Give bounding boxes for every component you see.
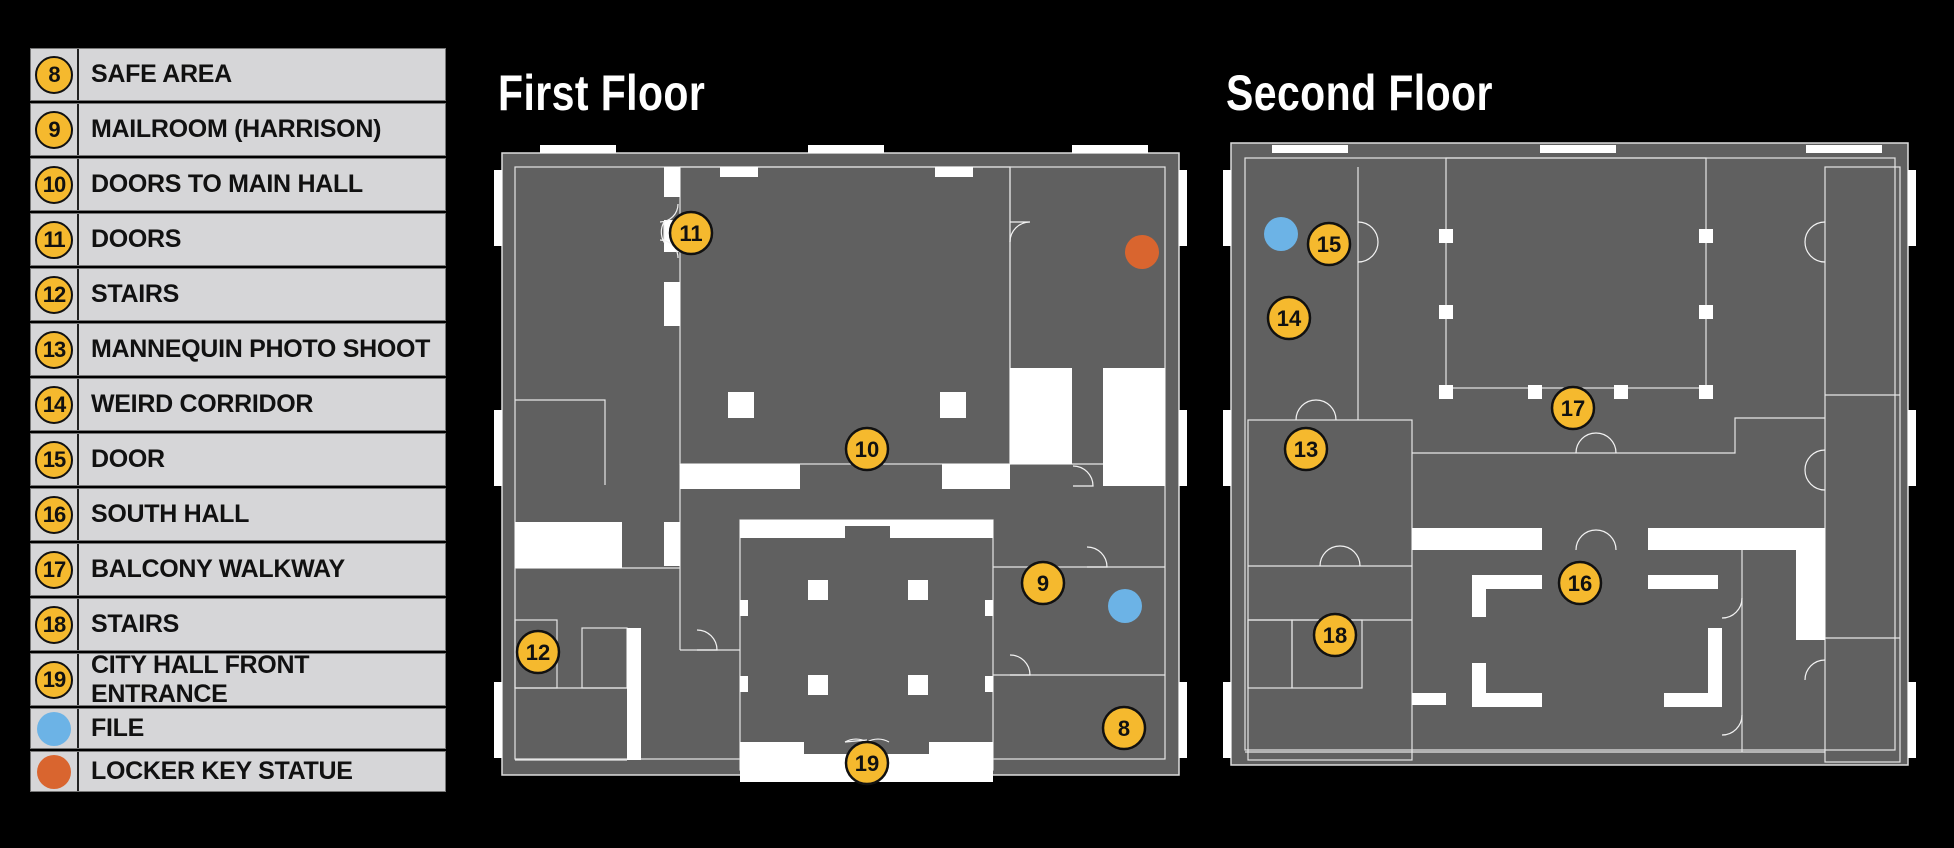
legend-label: LOCKER KEY STATUE xyxy=(91,757,353,785)
marker-badge: 14 xyxy=(35,385,73,424)
second-floor-map: 15 14 13 17 16 18 xyxy=(1223,142,1916,766)
marker-18: 18 xyxy=(1312,612,1358,658)
legend-item-15: 15 DOOR xyxy=(30,433,446,486)
legend-item-locker-key: LOCKER KEY STATUE xyxy=(30,751,446,792)
marker-badge: 15 xyxy=(35,440,73,479)
legend-item-13: 13 MANNEQUIN PHOTO SHOOT xyxy=(30,323,446,376)
marker-8: 8 xyxy=(1101,705,1147,751)
legend-label: MAILROOM (HARRISON) xyxy=(91,115,382,143)
marker-label: 17 xyxy=(1561,396,1585,421)
legend-item-12: 12 STAIRS xyxy=(30,268,446,321)
legend-label: DOORS TO MAIN HALL xyxy=(91,170,363,198)
blue-dot-icon xyxy=(1264,217,1298,251)
marker-11: 11 xyxy=(668,210,714,256)
orange-dot-icon xyxy=(37,754,71,789)
legend-item-9: 9 MAILROOM (HARRISON) xyxy=(30,103,446,156)
marker-label: 19 xyxy=(855,751,879,776)
map-legend: 8 SAFE AREA 9 MAILROOM (HARRISON) 10 DOO… xyxy=(30,48,446,794)
legend-item-18: 18 STAIRS xyxy=(30,598,446,651)
legend-item-11: 11 DOORS xyxy=(30,213,446,266)
marker-badge: 16 xyxy=(35,495,73,534)
marker-label: 8 xyxy=(1118,716,1130,741)
marker-label: 13 xyxy=(1294,437,1318,462)
legend-item-14: 14 WEIRD CORRIDOR xyxy=(30,378,446,431)
marker-badge: 12 xyxy=(35,275,73,314)
marker-9: 9 xyxy=(1020,560,1066,606)
marker-label: 9 xyxy=(1037,571,1049,596)
marker-10: 10 xyxy=(844,426,890,472)
marker-badge: 17 xyxy=(35,550,73,589)
first-floor-title: First Floor xyxy=(498,65,706,121)
legend-label: STAIRS xyxy=(91,610,180,638)
orange-dot-icon xyxy=(1125,235,1159,269)
marker-badge: 18 xyxy=(35,605,73,644)
marker-badge: 13 xyxy=(35,330,73,369)
marker-badge: 19 xyxy=(35,660,73,699)
marker-label: 12 xyxy=(526,640,550,665)
marker-19: 19 xyxy=(844,740,890,786)
marker-13: 13 xyxy=(1283,426,1329,472)
legend-label: DOOR xyxy=(91,445,165,473)
legend-item-8: 8 SAFE AREA xyxy=(30,48,446,101)
marker-17: 17 xyxy=(1550,385,1596,431)
first-floor-map: 11 10 9 12 19 8 xyxy=(494,145,1187,786)
marker-label: 10 xyxy=(855,437,879,462)
blue-dot-icon xyxy=(1108,589,1142,623)
marker-badge: 8 xyxy=(35,55,73,94)
marker-label: 14 xyxy=(1277,306,1302,331)
legend-item-16: 16 SOUTH HALL xyxy=(30,488,446,541)
marker-label: 11 xyxy=(679,221,702,246)
marker-14: 14 xyxy=(1266,295,1312,341)
legend-item-19: 19 CITY HALL FRONT ENTRANCE xyxy=(30,650,446,708)
marker-12: 12 xyxy=(515,629,561,675)
legend-item-file: FILE xyxy=(30,708,446,749)
blue-dot-icon xyxy=(37,711,71,746)
legend-label: WEIRD CORRIDOR xyxy=(91,390,314,418)
legend-label: MANNEQUIN PHOTO SHOOT xyxy=(91,335,431,363)
marker-15: 15 xyxy=(1306,221,1352,267)
marker-badge: 9 xyxy=(35,110,73,149)
marker-16: 16 xyxy=(1557,560,1603,606)
legend-label: BALCONY WALKWAY xyxy=(91,555,345,583)
legend-label: SOUTH HALL xyxy=(91,500,250,528)
legend-label: SAFE AREA xyxy=(91,60,232,88)
second-floor-title: Second Floor xyxy=(1226,65,1493,121)
marker-badge: 10 xyxy=(35,165,73,204)
marker-label: 15 xyxy=(1317,232,1341,257)
legend-label: STAIRS xyxy=(91,280,180,308)
legend-item-10: 10 DOORS TO MAIN HALL xyxy=(30,158,446,211)
legend-item-17: 17 BALCONY WALKWAY xyxy=(30,543,446,596)
marker-label: 18 xyxy=(1323,623,1347,648)
marker-badge: 11 xyxy=(35,220,73,259)
marker-label: 16 xyxy=(1568,571,1592,596)
legend-label: CITY HALL FRONT ENTRANCE xyxy=(91,650,310,708)
legend-label: FILE xyxy=(91,714,144,742)
legend-label: DOORS xyxy=(91,225,182,253)
